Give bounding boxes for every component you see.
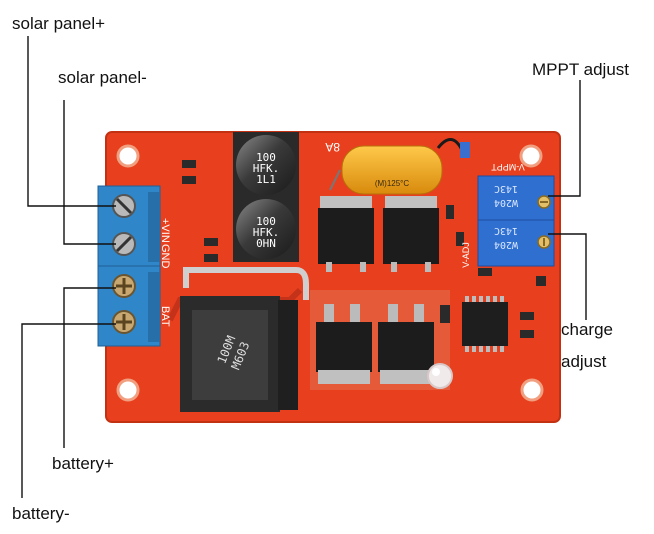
cap2-marking: HFK.	[253, 226, 280, 239]
mounting-hole	[116, 144, 140, 168]
callout-mppt	[548, 80, 581, 197]
label-adjust: adjust	[561, 352, 607, 371]
charge-potentiometer: 143C W204	[477, 219, 555, 267]
smd-components	[182, 142, 546, 338]
callout-solar-pos	[27, 36, 116, 207]
mosfet-bottom-left	[316, 304, 372, 384]
label-solar-panel-positive: solar panel+	[12, 14, 106, 33]
mosfet-bottom-right	[378, 304, 434, 384]
cap1-marking: 100	[256, 151, 276, 164]
mppt-potentiometer: 143C W204	[477, 175, 555, 223]
label-battery-positive: battery+	[52, 454, 114, 473]
mounting-hole	[116, 378, 140, 402]
cap2-marking: 100	[256, 215, 276, 228]
pot1-marking: 143C	[494, 183, 518, 194]
callout-battery-neg	[21, 323, 116, 498]
mounting-hole	[519, 144, 543, 168]
pot1-marking: W204	[494, 197, 518, 208]
label-solar-panel-negative: solar panel-	[58, 68, 147, 87]
mounting-hole	[520, 378, 544, 402]
label-battery-negative: battery-	[12, 504, 70, 523]
mosfet-top-left	[318, 196, 374, 272]
jumper-wire	[183, 267, 309, 300]
led	[427, 363, 453, 389]
gnd-silk-text: GND	[159, 244, 171, 269]
mppt-silk-silk-text: V-MPPT	[491, 162, 525, 172]
inductor: 100M M603	[180, 296, 298, 412]
terminal-block-battery	[97, 265, 161, 347]
cap1-marking: 1L1	[256, 173, 276, 186]
label-mppt-adjust: MPPT adjust	[532, 60, 630, 79]
bat-silk-text: BAT	[159, 306, 171, 327]
callout-solar-neg	[63, 100, 116, 245]
ycap-silk-text: (M)125°C	[375, 179, 410, 188]
mosfet-top-right	[383, 196, 439, 272]
vin-silk-text: +VIN	[159, 218, 171, 243]
capacitor-1: 100 HFK. 1L1	[233, 132, 299, 198]
controller-ic	[462, 296, 508, 352]
vadj-silk-silk-text: V-ADJ	[461, 242, 471, 268]
8a-silk-text: 8A	[325, 140, 340, 154]
pot2-marking: 143C	[494, 225, 518, 236]
pot2-marking: W204	[494, 239, 518, 250]
callout-battery-pos	[63, 287, 116, 448]
cap2-marking: 0HN	[256, 237, 276, 250]
callout-charge	[548, 233, 587, 320]
label-charge: charge	[561, 320, 613, 339]
cap1-marking: HFK.	[253, 162, 280, 175]
callout-lines	[21, 36, 587, 498]
capacitor-2: 100 HFK. 0HN	[233, 196, 299, 262]
terminal-block-input	[97, 185, 161, 267]
